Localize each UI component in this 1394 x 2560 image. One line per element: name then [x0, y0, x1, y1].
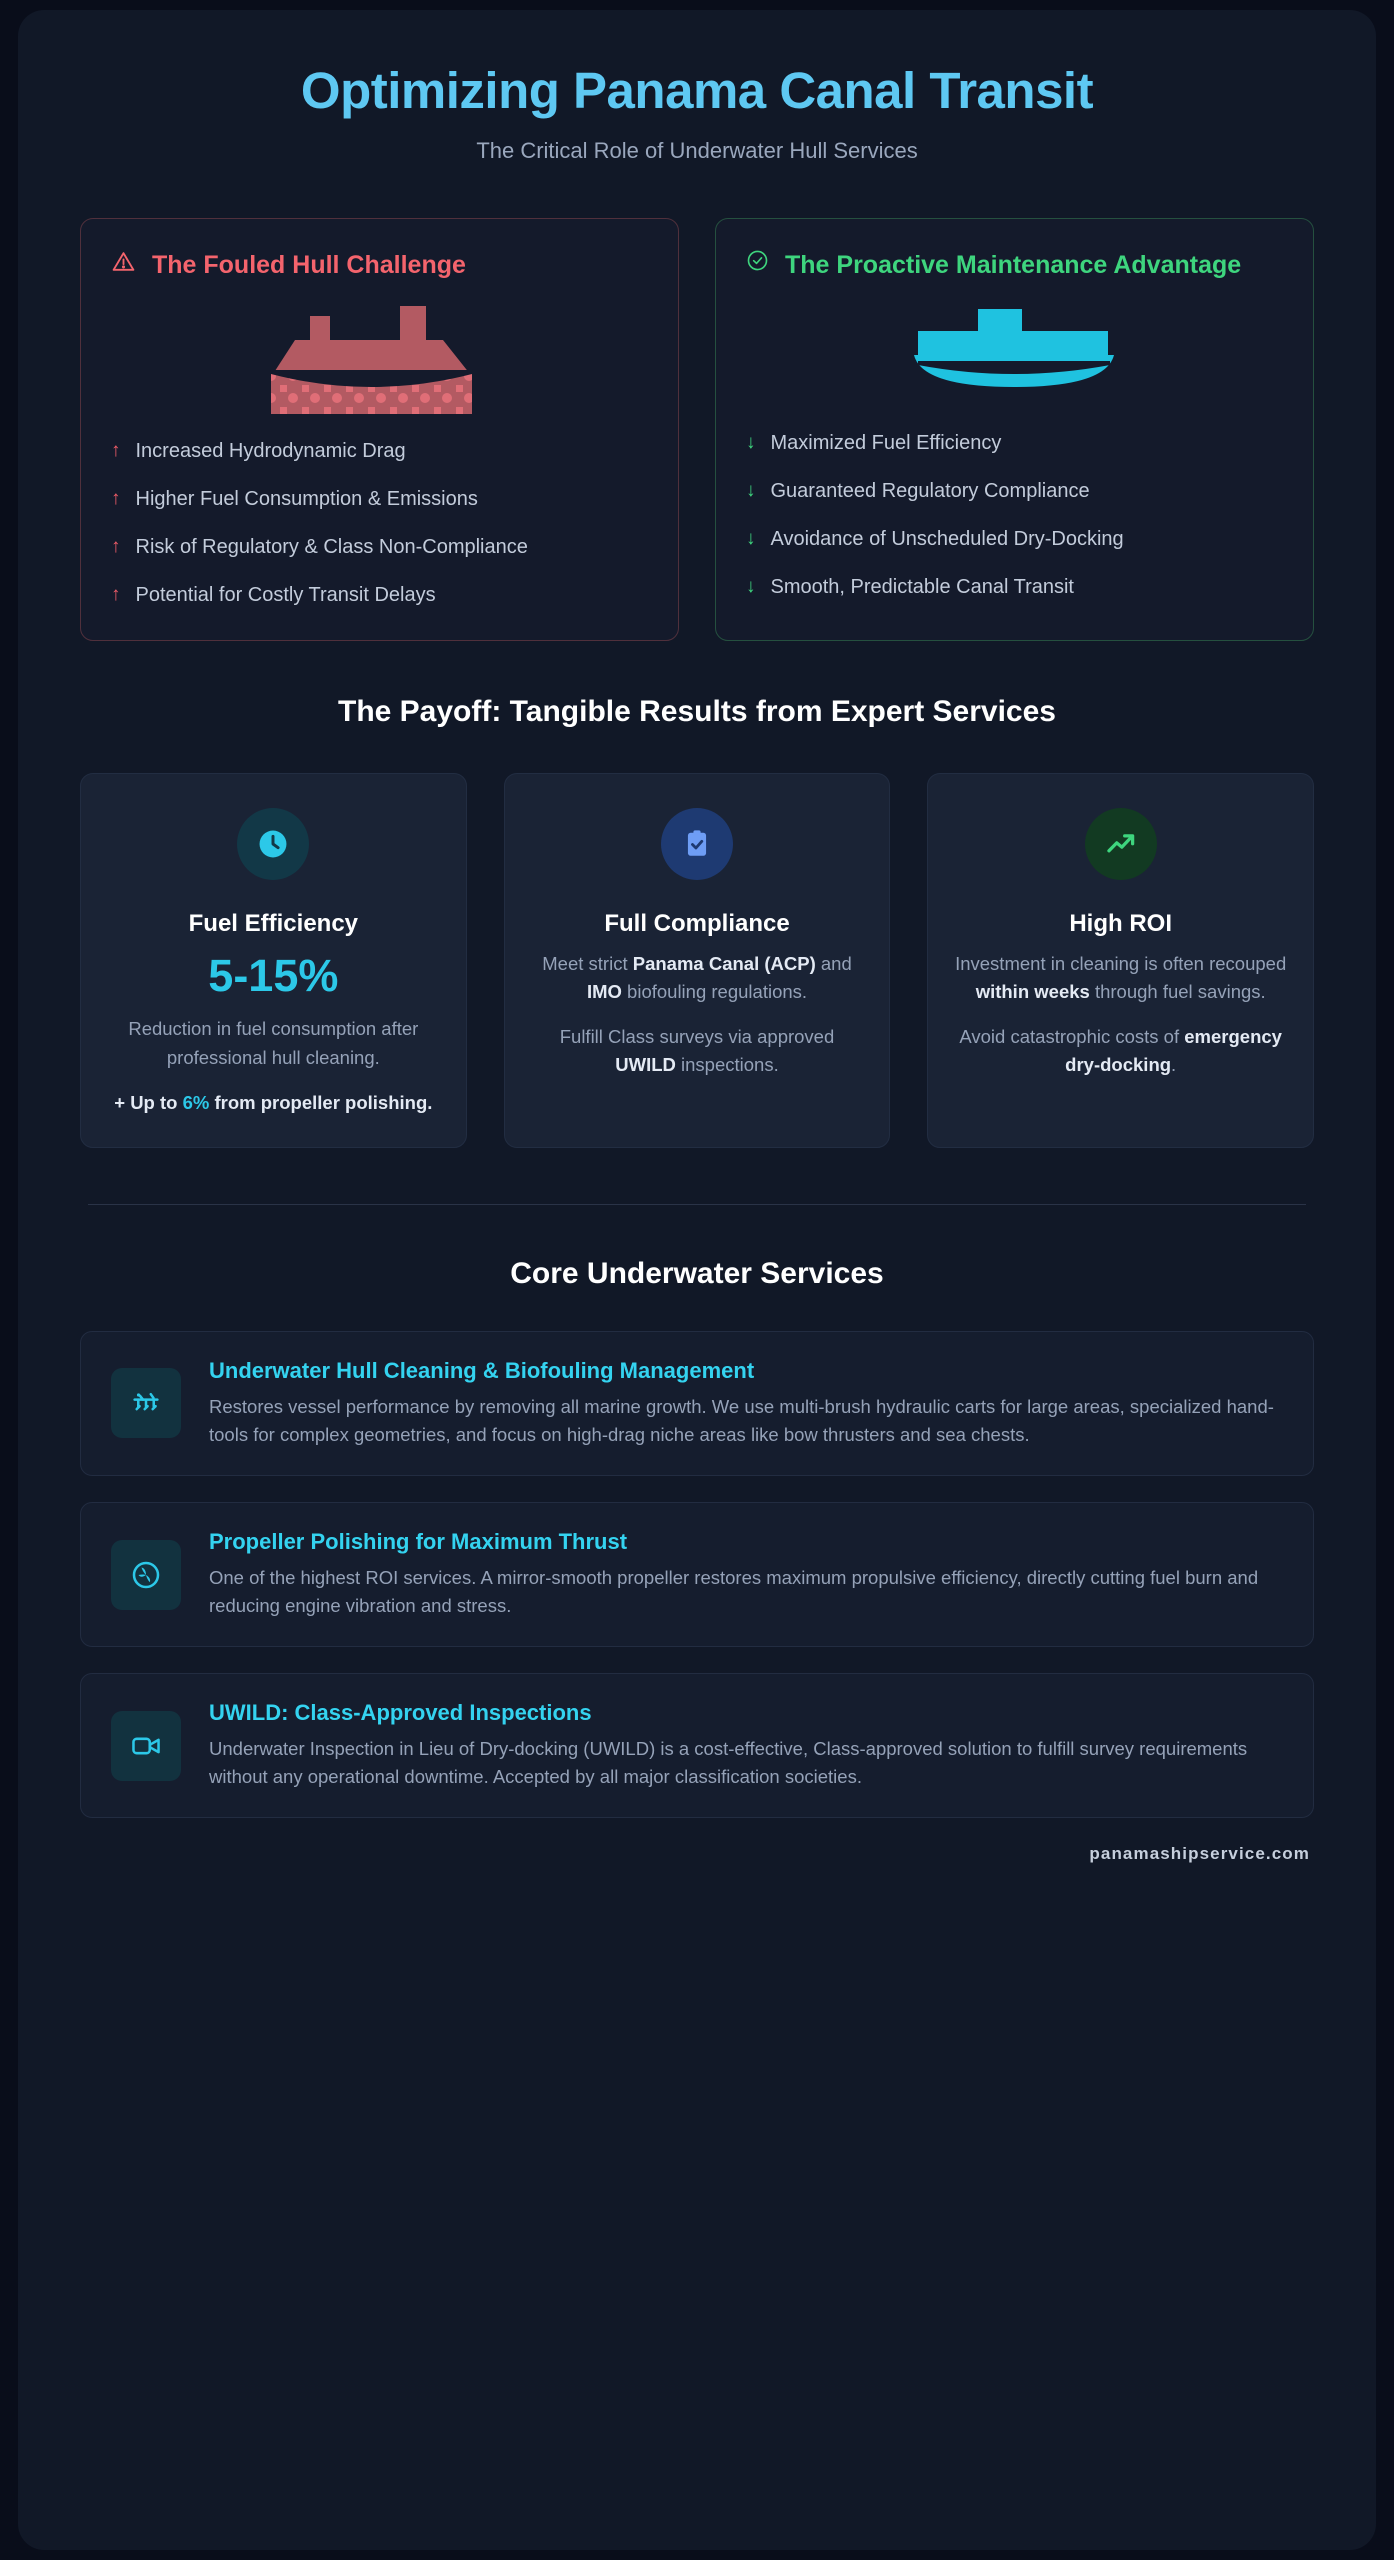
arrow-up-icon: ↑: [111, 487, 121, 509]
card-body-2-pre: Fulfill Class surveys via approved: [559, 1025, 835, 1047]
arrow-up-icon: ↑: [111, 439, 121, 461]
header: Optimizing Panama Canal Transit The Crit…: [80, 62, 1314, 164]
list-item-label: Potential for Costly Transit Delays: [135, 583, 436, 606]
list-item-label: Higher Fuel Consumption & Emissions: [135, 487, 478, 510]
arrow-up-icon: ↑: [111, 583, 121, 605]
service-body: UWILD: Class-Approved Inspections Underw…: [209, 1700, 1283, 1791]
service-item-hull-cleaning: Underwater Hull Cleaning & Biofouling Ma…: [80, 1330, 1314, 1476]
section-divider: [88, 1203, 1306, 1205]
card-body-2-post: .: [1171, 1053, 1177, 1075]
list-item: ↓ Smooth, Predictable Canal Transit: [746, 573, 1283, 602]
page-subtitle: The Critical Role of Underwater Hull Ser…: [476, 137, 918, 163]
card-body-2: Avoid catastrophic costs of emergency dr…: [952, 1023, 1289, 1079]
card-body-1: Investment in cleaning is often recouped…: [952, 950, 1289, 1006]
service-body: Underwater Hull Cleaning & Biofouling Ma…: [209, 1358, 1283, 1449]
footer-website: panamashipservice.com: [1089, 1844, 1310, 1864]
services-section-title: Core Underwater Services: [510, 1256, 884, 1290]
card-title: Full Compliance: [604, 909, 790, 937]
list-item-label: Guaranteed Regulatory Compliance: [770, 479, 1090, 502]
card-body-1-bold-1: Panama Canal (ACP): [632, 952, 816, 974]
card-body-2-pre: Avoid catastrophic costs of: [959, 1025, 1185, 1047]
service-title: Underwater Hull Cleaning & Biofouling Ma…: [209, 1357, 755, 1383]
list-item: ↓ Guaranteed Regulatory Compliance: [746, 477, 1283, 506]
trending-up-icon: [1084, 807, 1157, 880]
payoff-card-high-roi: High ROI Investment in cleaning is often…: [927, 772, 1315, 1148]
card-title: Fuel Efficiency: [188, 909, 359, 937]
payoff-card-full-compliance: Full Compliance Meet strict Panama Canal…: [503, 772, 891, 1148]
list-item: ↑ Increased Hydrodynamic Drag: [111, 437, 648, 466]
list-item: ↓ Maximized Fuel Efficiency: [746, 429, 1283, 458]
fouled-ship-illustration: [111, 295, 648, 425]
list-item-label: Smooth, Predictable Canal Transit: [770, 575, 1075, 598]
infographic-page: Optimizing Panama Canal Transit The Crit…: [18, 10, 1376, 2550]
list-item-label: Increased Hydrodynamic Drag: [135, 439, 406, 462]
card-body-1-bold-2: IMO: [586, 980, 622, 1002]
card-body-2-post: inspections.: [675, 1053, 779, 1075]
list-item: ↑ Higher Fuel Consumption & Emissions: [111, 485, 648, 514]
card-title: High ROI: [1069, 909, 1172, 937]
card-body-1: Reduction in fuel consumption after prof…: [128, 1018, 419, 1068]
fouled-hull-panel: The Fouled Hull Challenge: [80, 217, 679, 641]
fouled-hull-title: The Fouled Hull Challenge: [152, 250, 466, 279]
check-circle-icon: [746, 249, 769, 277]
fouled-hull-header: The Fouled Hull Challenge: [111, 249, 648, 281]
payoff-cards: Fuel Efficiency 5-15% Reduction in fuel …: [80, 772, 1315, 1148]
card-body-1-pre: Investment in cleaning is often recouped: [955, 952, 1287, 974]
arrow-down-icon: ↓: [746, 479, 756, 501]
payoff-card-fuel-efficiency: Fuel Efficiency 5-15% Reduction in fuel …: [80, 772, 467, 1148]
proactive-maintenance-title: The Proactive Maintenance Advantage: [785, 250, 1242, 279]
service-item-uwild-inspections: UWILD: Class-Approved Inspections Underw…: [80, 1673, 1314, 1819]
clock-icon: [237, 807, 310, 880]
card-body-2-post: from propeller polishing.: [209, 1091, 433, 1113]
list-item-label: Risk of Regulatory & Class Non-Complianc…: [135, 535, 528, 558]
proactive-maintenance-header: The Proactive Maintenance Advantage: [746, 249, 1283, 281]
clipboard-check-icon: [661, 807, 733, 880]
card-body-2: Fulfill Class surveys via approved UWILD…: [529, 1023, 866, 1079]
arrow-down-icon: ↓: [746, 527, 756, 549]
hull-cleaning-cart-icon: [111, 1368, 181, 1439]
video-camera-icon: [111, 1710, 181, 1781]
card-body-2-highlight: 6%: [182, 1091, 210, 1113]
proactive-maintenance-panel: The Proactive Maintenance Advantage ↓ Max…: [715, 217, 1314, 641]
arrow-down-icon: ↓: [746, 431, 756, 453]
service-title: UWILD: Class-Approved Inspections: [209, 1700, 592, 1726]
propeller-icon: [111, 1539, 181, 1610]
service-text: One of the highest ROI services. A mirro…: [209, 1566, 1259, 1617]
card-body-1: Meet strict Panama Canal (ACP) and IMO b…: [529, 950, 866, 1006]
list-item: ↑ Risk of Regulatory & Class Non-Complian…: [111, 533, 648, 562]
card-body-1-bold-1: within weeks: [975, 980, 1090, 1002]
services-list: Underwater Hull Cleaning & Biofouling Ma…: [80, 1330, 1314, 1819]
card-big-number: 5-15%: [208, 949, 339, 1001]
proactive-maintenance-list: ↓ Maximized Fuel Efficiency ↓ Guaranteed R…: [746, 429, 1283, 602]
arrow-down-icon: ↓: [746, 575, 756, 597]
card-body-2-pre: + Up to: [114, 1091, 183, 1113]
service-text: Restores vessel performance by removing …: [209, 1395, 1274, 1445]
clean-ship-illustration: [746, 287, 1283, 417]
service-text: Underwater Inspection in Lieu of Dry-doc…: [209, 1738, 1248, 1788]
list-item: ↓ Avoidance of Unscheduled Dry-Docking: [746, 525, 1283, 554]
warning-triangle-icon: [111, 249, 136, 279]
fouled-hull-list: ↑ Increased Hydrodynamic Drag ↑ Higher Fue…: [111, 437, 648, 610]
card-body-1-post: through fuel savings.: [1089, 980, 1266, 1002]
card-body-2: + Up to 6% from propeller polishing.: [105, 1089, 442, 1117]
card-body-1-pre: Meet strict: [542, 952, 633, 974]
payoff-section-title: The Payoff: Tangible Results from Expert…: [338, 694, 1056, 728]
list-item-label: Avoidance of Unscheduled Dry-Docking: [770, 527, 1124, 550]
arrow-up-icon: ↑: [111, 535, 121, 557]
comparison-section: The Fouled Hull Challenge: [80, 217, 1314, 641]
card-body-2-bold-1: UWILD: [615, 1053, 676, 1075]
list-item-label: Maximized Fuel Efficiency: [770, 431, 1002, 454]
page-title: Optimizing Panama Canal Transit: [300, 62, 1094, 119]
list-item: ↑ Potential for Costly Transit Delays: [111, 581, 648, 610]
card-body-1-mid: and: [815, 952, 852, 974]
service-body: Propeller Polishing for Maximum Thrust O…: [209, 1529, 1283, 1620]
service-item-propeller-polishing: Propeller Polishing for Maximum Thrust O…: [80, 1501, 1314, 1648]
service-title: Propeller Polishing for Maximum Thrust: [209, 1528, 628, 1554]
card-body-2-bold-1: emergency dry-docking: [1065, 1025, 1282, 1075]
card-body-1-post: biofouling regulations.: [621, 980, 808, 1002]
